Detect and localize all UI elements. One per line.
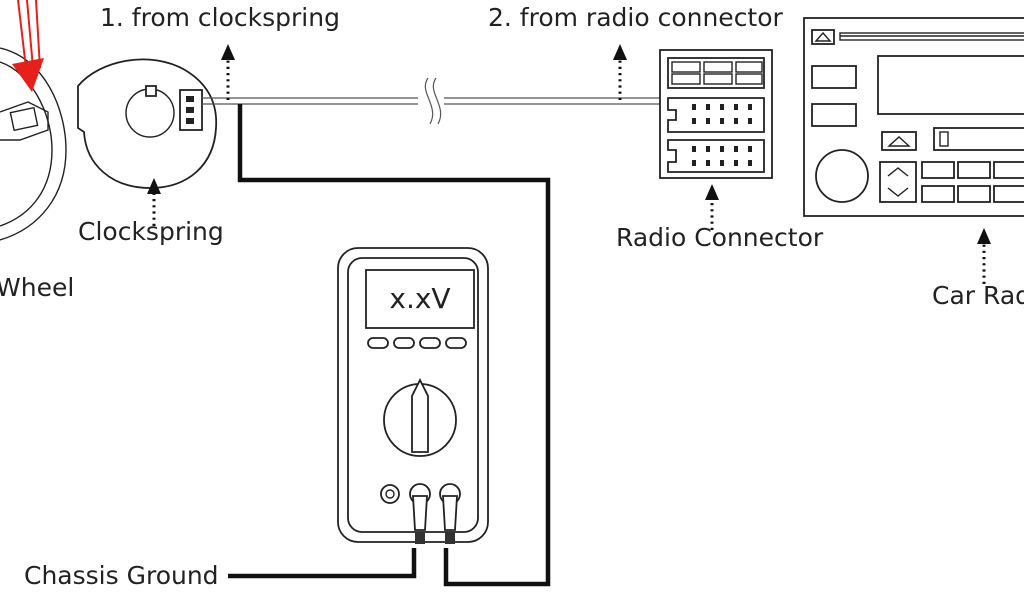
arrow-from-radio-connector <box>613 44 627 100</box>
arrow-car-radio-label <box>977 228 991 284</box>
clockspring <box>77 58 218 189</box>
arrow-from-clockspring <box>221 44 235 100</box>
label-from-radio-connector: 2. from radio connector <box>488 3 784 32</box>
label-wheel: Wheel <box>0 273 74 302</box>
label-car-radio: Car Rad <box>932 281 1024 310</box>
harness-cable <box>202 77 662 125</box>
test-lead-ground <box>228 548 417 579</box>
label-from-clockspring: 1. from clockspring <box>100 3 340 32</box>
label-chassis-ground: Chassis Ground <box>24 561 219 590</box>
multimeter: x.xV <box>337 247 489 544</box>
multimeter-display: x.xV <box>389 282 450 315</box>
arrow-radio-connector-label <box>705 184 719 230</box>
radio-connector <box>659 49 773 179</box>
label-radio-connector: Radio Connector <box>616 223 824 252</box>
car-radio <box>803 17 1024 217</box>
label-clockspring: Clockspring <box>78 217 224 246</box>
arrow-clockspring-label <box>147 178 161 226</box>
test-lead-clockspring <box>237 104 551 587</box>
red-indicator-arrow <box>12 0 44 92</box>
